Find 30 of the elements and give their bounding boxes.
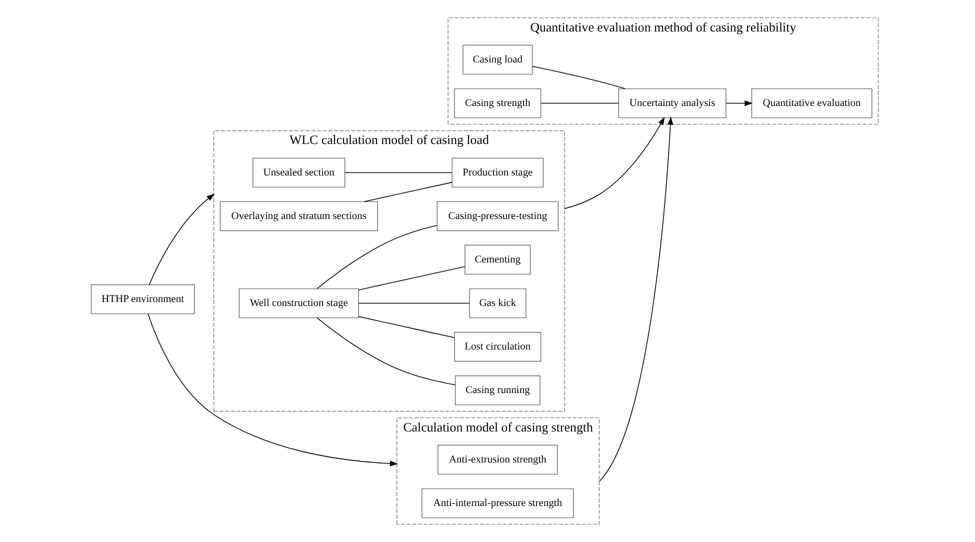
connector (363, 182, 452, 202)
arrow (147, 314, 398, 466)
node-box: Gas kick (468, 288, 526, 318)
arrow (598, 116, 673, 482)
node-box: Casing-pressure-testing (436, 201, 558, 232)
node-box: Anti-internal-pressure strength (420, 488, 574, 518)
node-box: Well construction stage (238, 288, 358, 318)
arrow (725, 100, 752, 106)
node-box: HTHP environment (90, 284, 194, 314)
connector (344, 172, 452, 174)
connector (316, 318, 456, 386)
node-box: Casing running (454, 375, 540, 406)
node-box: Uncertainty analysis (618, 88, 726, 118)
arrow (564, 116, 664, 210)
node-box: Overlaying and stratum sections (219, 201, 378, 232)
connector (358, 302, 470, 304)
connector (358, 266, 465, 290)
connector (316, 224, 437, 289)
node-box: Unsealed section (252, 158, 345, 188)
connector (540, 102, 618, 104)
node-box: Quantitative evaluation (750, 88, 872, 118)
node-box: Cementing (464, 244, 530, 275)
node-box: Casing strength (454, 88, 541, 118)
connector (358, 316, 454, 338)
connector (532, 66, 625, 90)
node-box: Production stage (451, 158, 544, 188)
node-box: Lost circulation (454, 332, 541, 362)
node-box: Casing load (462, 44, 532, 75)
node-box: Anti-extrusion strength (437, 444, 558, 475)
arrow (148, 194, 214, 285)
